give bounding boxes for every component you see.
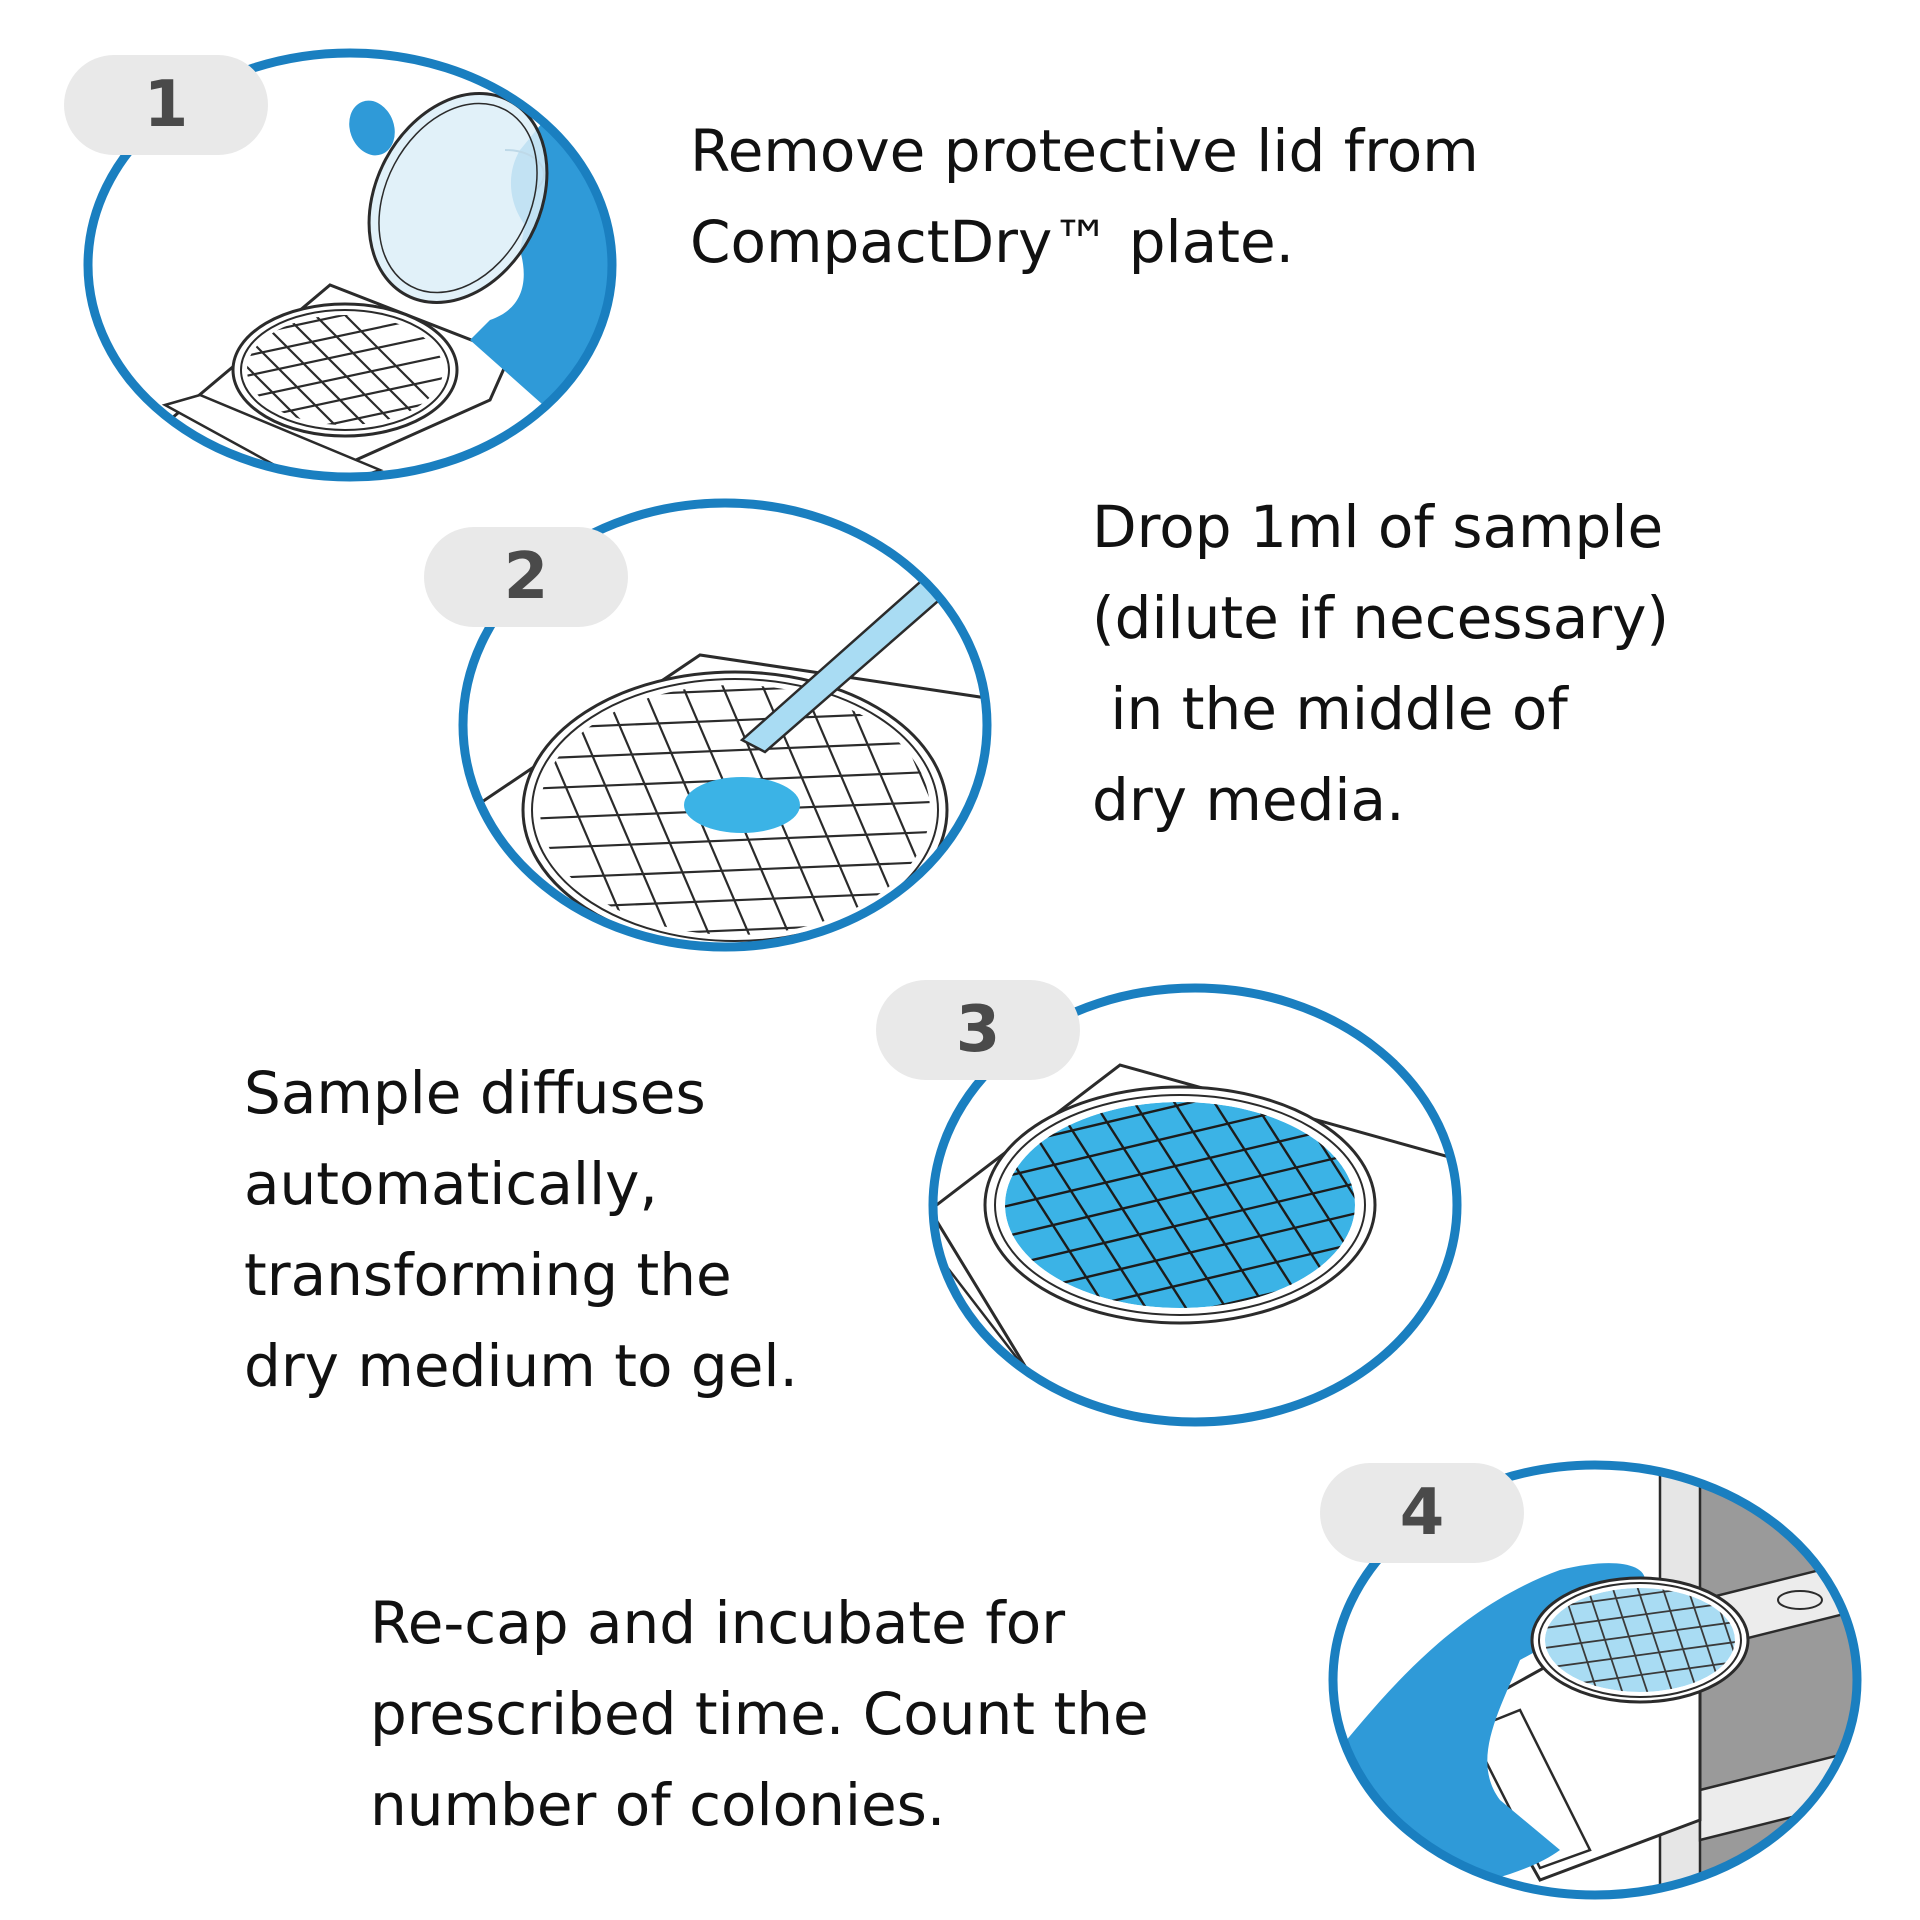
step-4-text: Re-cap and incubate for prescribed time.… <box>370 1578 1149 1851</box>
step-4-line-1: Re-cap and incubate for <box>370 1589 1066 1657</box>
step-2-badge: 2 <box>424 527 628 627</box>
step-4-badge: 4 <box>1320 1463 1524 1563</box>
step-1-illustration <box>83 48 617 482</box>
step-2-line-3: in the middle of <box>1092 675 1568 743</box>
agar-dish <box>983 1085 1377 1325</box>
agar-dish <box>1530 1576 1750 1704</box>
step-4-ring <box>1328 1460 1862 1900</box>
step-1-line-2: CompactDry™ plate. <box>690 208 1295 276</box>
step-3-line-2: automatically, <box>244 1150 658 1218</box>
step-2-illustration <box>458 498 992 952</box>
step-2-text: Drop 1ml of sample (dilute if necessary)… <box>1092 482 1669 846</box>
step-4-line-2: prescribed time. Count the <box>370 1680 1149 1748</box>
step-1-text: Remove protective lid from CompactDry™ p… <box>690 106 1479 288</box>
step-1-badge: 1 <box>64 55 268 155</box>
step-1-ring <box>83 48 617 482</box>
gel-medium <box>1005 1102 1355 1308</box>
step-3-line-4: dry medium to gel. <box>244 1332 798 1400</box>
step-2-line-4: dry media. <box>1092 766 1405 834</box>
step-1-line-1: Remove protective lid from <box>690 117 1479 185</box>
step-3-ring <box>928 983 1462 1427</box>
sample-drop <box>684 777 800 833</box>
step-3-line-1: Sample diffuses <box>244 1059 706 1127</box>
step-3-badge: 3 <box>876 980 1080 1080</box>
step-4-line-3: number of colonies. <box>370 1771 946 1839</box>
step-2-line-1: Drop 1ml of sample <box>1092 493 1664 561</box>
agar-dish <box>231 302 459 438</box>
step-3-illustration <box>928 983 1462 1427</box>
step-3-text: Sample diffuses automatically, transform… <box>244 1048 798 1412</box>
step-3-line-3: transforming the <box>244 1241 732 1309</box>
step-2-ring <box>458 498 992 952</box>
blue-glove <box>1333 1563 1646 1895</box>
step-2-line-2: (dilute if necessary) <box>1092 584 1670 652</box>
